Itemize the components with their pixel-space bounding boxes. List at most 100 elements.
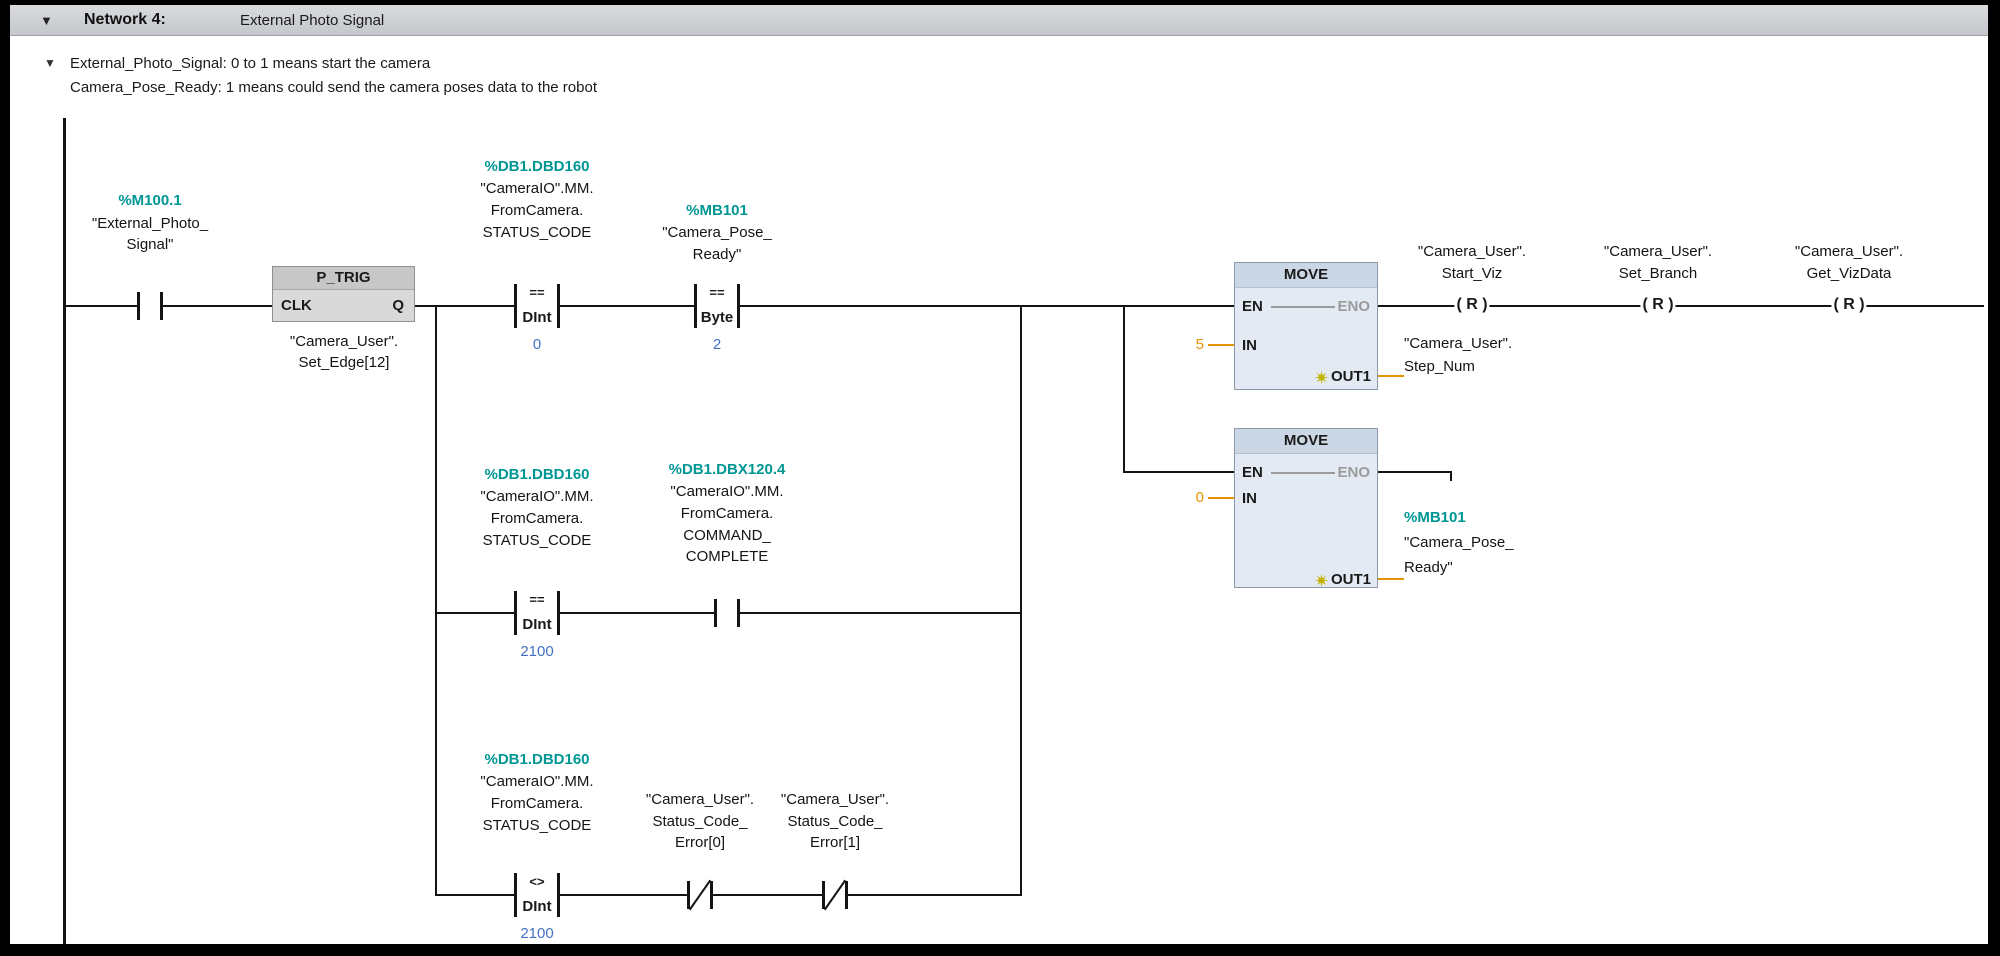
move2-out-address[interactable]: %MB101 xyxy=(1404,509,1466,526)
cmp3-value[interactable]: 2100 xyxy=(520,643,554,660)
cmp3-name-line1[interactable]: "CameraIO".MM. xyxy=(480,488,594,505)
wire-move2-out1 xyxy=(1378,578,1404,580)
cmp1-name-line1[interactable]: "CameraIO".MM. xyxy=(480,180,594,197)
move2-in-value[interactable]: 0 xyxy=(1195,489,1204,506)
p-trig-clk-pin: CLK xyxy=(281,297,312,314)
p-trig-q-pin: Q xyxy=(392,297,404,314)
move1-out-operand-line2[interactable]: Step_Num xyxy=(1404,358,1475,375)
p-trig-operand-line2[interactable]: Set_Edge[12] xyxy=(298,354,390,371)
move2-in-pin: IN xyxy=(1242,490,1257,507)
coil-get-vizdata-symbol: R xyxy=(1843,296,1855,313)
contact-cc-name-line3[interactable]: COMMAND_ xyxy=(683,527,771,544)
comment-collapse-icon[interactable]: ▼ xyxy=(44,56,56,70)
cmp1-name-line3[interactable]: STATUS_CODE xyxy=(482,224,592,241)
contact-error1-name-line1[interactable]: "Camera_User". xyxy=(780,791,890,808)
nc-contact-status-code-error1[interactable] xyxy=(822,879,848,911)
cmp-contact-status-ne-2100[interactable]: <> DInt xyxy=(514,873,560,917)
network-collapse-icon[interactable]: ▼ xyxy=(40,13,53,28)
cmp3-operator: == xyxy=(529,592,545,607)
cmp3-name-line3[interactable]: STATUS_CODE xyxy=(482,532,592,549)
no-contact-command-complete[interactable] xyxy=(714,599,740,627)
wire-move2-feed-vertical xyxy=(1123,305,1125,473)
move2-block[interactable]: MOVE EN ENO IN OUT1 xyxy=(1234,428,1378,588)
nc-contact-status-code-error0[interactable] xyxy=(687,879,713,911)
cmp4-name-line2[interactable]: FromCamera. xyxy=(490,795,584,812)
cmp1-operator: == xyxy=(529,285,545,300)
cmp3-name-line2[interactable]: FromCamera. xyxy=(490,510,584,527)
cmp2-dtype: Byte xyxy=(700,309,734,326)
contact-cc-name-line2[interactable]: FromCamera. xyxy=(680,505,774,522)
reset-coil-start-viz[interactable]: R xyxy=(1454,293,1490,317)
move1-out-operand-line1[interactable]: "Camera_User". xyxy=(1404,335,1513,352)
cmp2-address[interactable]: %MB101 xyxy=(686,202,748,219)
cmp-contact-status-eq-2100[interactable]: == DInt xyxy=(514,591,560,635)
coil-set-branch-name-line2[interactable]: Set_Branch xyxy=(1618,265,1698,282)
contact-error0-name-line1[interactable]: "Camera_User". xyxy=(645,791,755,808)
power-rail xyxy=(63,118,66,944)
contact-error0-name-line3[interactable]: Error[0] xyxy=(674,834,726,851)
reset-coil-set-branch[interactable]: R xyxy=(1640,293,1676,317)
coil-get-vizdata-name-line1[interactable]: "Camera_User". xyxy=(1794,243,1904,260)
wire-move2-en xyxy=(1123,471,1234,473)
contact-error0-name-line2[interactable]: Status_Code_ xyxy=(652,813,748,830)
move1-title: MOVE xyxy=(1235,263,1377,288)
coil-get-vizdata-name-line2[interactable]: Get_VizData xyxy=(1806,265,1892,282)
move2-out-operand-line2[interactable]: Ready" xyxy=(1404,559,1453,576)
contact-cc-name-line4[interactable]: COMPLETE xyxy=(685,548,769,565)
move1-in-value[interactable]: 5 xyxy=(1195,336,1204,353)
no-contact-external-photo-signal[interactable] xyxy=(137,292,163,320)
contact-error1-name-line2[interactable]: Status_Code_ xyxy=(787,813,883,830)
cmp-contact-status-eq-0[interactable]: == DInt xyxy=(514,284,560,328)
cmp2-operator: == xyxy=(709,285,725,300)
wire-branch-right-vertical xyxy=(1020,305,1022,896)
coil-start-viz-name-line2[interactable]: Start_Viz xyxy=(1441,265,1503,282)
cmp2-name-line1[interactable]: "Camera_Pose_ xyxy=(662,224,772,241)
cmp2-name-line2[interactable]: Ready" xyxy=(692,246,742,263)
move2-eno-wire xyxy=(1271,472,1335,474)
cmp1-name-line2[interactable]: FromCamera. xyxy=(490,202,584,219)
move2-out1-pin: OUT1 xyxy=(1330,571,1371,588)
wire-move2-eno-stub xyxy=(1378,471,1452,473)
move2-out-operand-line1[interactable]: "Camera_Pose_ xyxy=(1404,534,1514,551)
move1-eno-wire xyxy=(1271,306,1335,308)
cmp4-operator: <> xyxy=(529,874,545,889)
coil-start-viz-name-line1[interactable]: "Camera_User". xyxy=(1417,243,1527,260)
cmp-contact-pose-ready-eq-2[interactable]: == Byte xyxy=(694,284,740,328)
cmp1-value[interactable]: 0 xyxy=(532,336,542,353)
reset-coil-get-vizdata[interactable]: R xyxy=(1831,293,1867,317)
wire-main-rung xyxy=(63,305,1234,307)
cmp4-value[interactable]: 2100 xyxy=(520,925,554,942)
conversion-starburst-icon xyxy=(1314,370,1328,384)
cmp3-dtype: DInt xyxy=(522,616,552,633)
move1-block[interactable]: MOVE EN ENO IN OUT1 xyxy=(1234,262,1378,390)
conversion-starburst-icon xyxy=(1314,573,1328,587)
network-title[interactable]: External Photo Signal xyxy=(240,12,385,29)
contact-photo-name-line1[interactable]: "External_Photo_ xyxy=(91,215,209,232)
contact-photo-address[interactable]: %M100.1 xyxy=(118,192,182,209)
network-header: ▼ Network 4: External Photo Signal xyxy=(10,5,1988,36)
network-label: Network 4: xyxy=(84,11,166,28)
contact-photo-name-line2[interactable]: Signal" xyxy=(126,236,174,253)
cmp3-address[interactable]: %DB1.DBD160 xyxy=(484,466,590,483)
comment-line-2[interactable]: Camera_Pose_Ready: 1 means could send th… xyxy=(70,79,597,96)
move2-eno-pin: ENO xyxy=(1337,464,1370,481)
comment-line-1[interactable]: External_Photo_Signal: 0 to 1 means star… xyxy=(70,55,431,72)
cmp4-address[interactable]: %DB1.DBD160 xyxy=(484,751,590,768)
coil-set-branch-symbol: R xyxy=(1652,296,1664,313)
coil-set-branch-name-line1[interactable]: "Camera_User". xyxy=(1603,243,1713,260)
cmp4-name-line1[interactable]: "CameraIO".MM. xyxy=(480,773,594,790)
wire-move2-in xyxy=(1208,497,1234,499)
p-trig-operand-line1[interactable]: "Camera_User". xyxy=(289,333,399,350)
wire-branch3 xyxy=(435,894,1022,896)
wire-move1-in xyxy=(1208,344,1234,346)
cmp1-address[interactable]: %DB1.DBD160 xyxy=(484,158,590,175)
cmp2-value[interactable]: 2 xyxy=(712,336,722,353)
p-trig-block[interactable]: P_TRIG CLK Q xyxy=(272,266,415,322)
p-trig-title: P_TRIG xyxy=(273,267,414,290)
contact-cc-name-line1[interactable]: "CameraIO".MM. xyxy=(670,483,784,500)
contact-cc-address[interactable]: %DB1.DBX120.4 xyxy=(668,461,786,478)
contact-error1-name-line3[interactable]: Error[1] xyxy=(809,834,861,851)
cmp4-name-line3[interactable]: STATUS_CODE xyxy=(482,817,592,834)
